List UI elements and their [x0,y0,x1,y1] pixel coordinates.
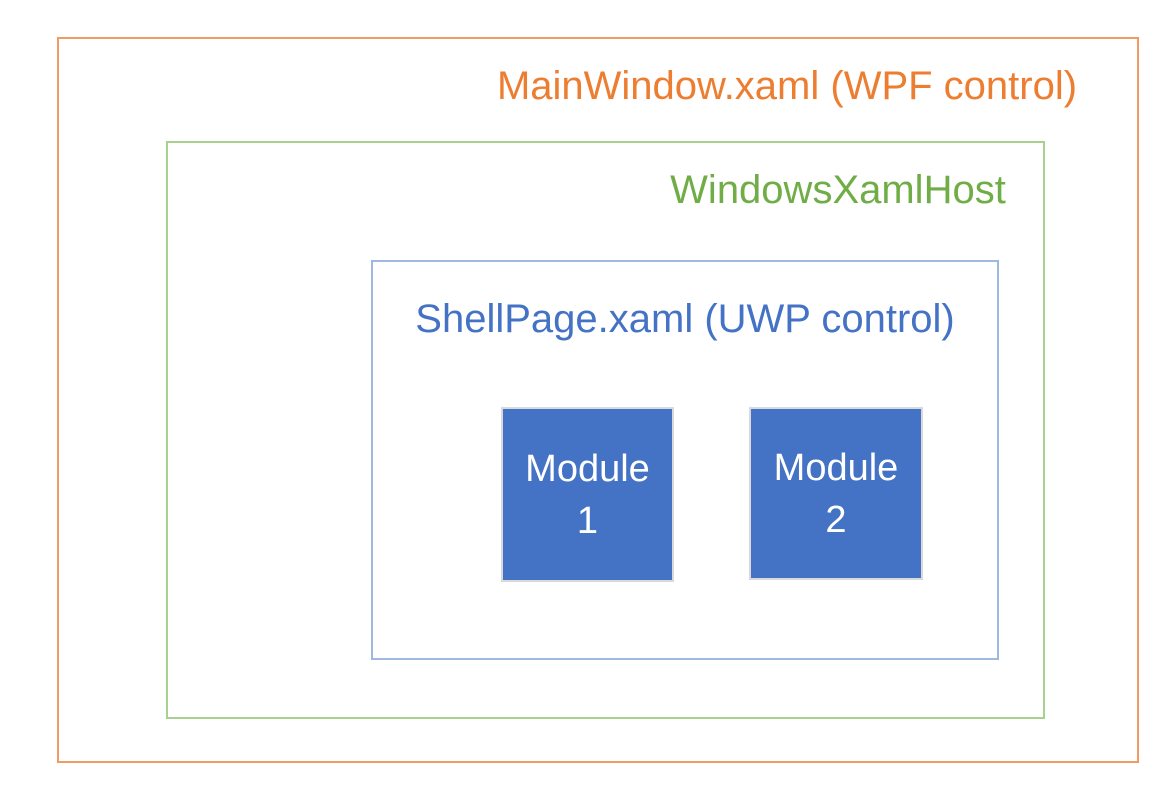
module-1-box: Module 1 [501,407,674,582]
module-2-box: Module 2 [749,407,923,580]
module-1-label-line2: 1 [576,499,599,542]
windowsxamlhost-label: WindowsXamlHost [670,168,1006,212]
shellpage-uwp-box [371,260,999,660]
module-2-label-line1: Module [773,446,899,489]
mainwindow-wpf-box [57,37,1139,763]
mainwindow-wpf-label: MainWindow.xaml (WPF control) [496,64,1078,108]
windowsxamlhost-box [166,141,1045,719]
module-2-label-line2: 2 [825,498,847,541]
shellpage-uwp-label: ShellPage.xaml (UWP control) [415,297,955,341]
module-1-label-line1: Module [525,447,650,490]
